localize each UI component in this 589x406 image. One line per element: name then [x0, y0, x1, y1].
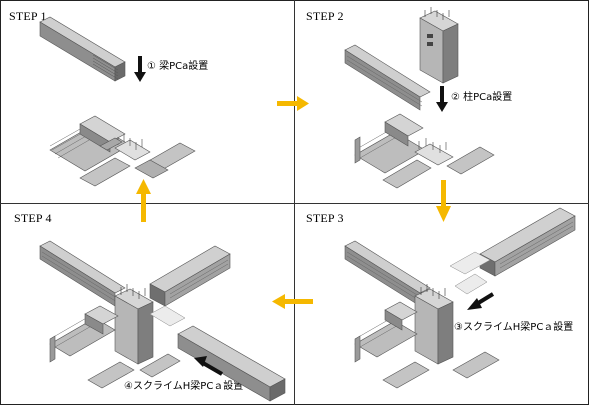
step1-illustration [39, 16, 196, 187]
flow-arrow-down [436, 180, 451, 222]
step2-placement-arrow [436, 86, 448, 112]
step2-illustration [344, 7, 495, 189]
step4-long-beam [39, 240, 126, 307]
step4-base-assembly [49, 305, 181, 389]
step3-label: STEP 3 [306, 211, 344, 225]
step3-base-assembly [354, 301, 500, 389]
step3-illustration [344, 207, 576, 389]
step1-base-assembly [49, 115, 196, 187]
step4-incoming-h-beam [149, 305, 286, 402]
step3-column [414, 284, 454, 365]
step2-beam [344, 44, 431, 111]
step4-label: STEP 4 [14, 211, 52, 225]
step4-column [114, 284, 154, 365]
step4-illustration [39, 240, 286, 402]
step1-note: ① 梁PCa設置 [147, 61, 209, 72]
step1-label: STEP 1 [9, 9, 47, 23]
flow-arrow-right [277, 96, 309, 111]
step1-hanging-beam [39, 16, 126, 82]
step2-label: STEP 2 [306, 9, 344, 23]
step4-placement-arrow [194, 356, 224, 376]
flow-arrow-left [272, 294, 313, 309]
step4-note: ④スクライムH梁PCａ設置 [124, 381, 244, 392]
step2-note: ② 柱PCa設置 [451, 92, 513, 103]
flow-arrow-up [136, 179, 151, 222]
step4-installed-h-beam [149, 245, 231, 307]
step2-column [419, 7, 459, 84]
step3-note: ③スクライムH梁PCａ設置 [454, 322, 574, 333]
step3-placement-arrow [467, 292, 495, 310]
step2-base-assembly [354, 113, 495, 189]
vertical-divider [294, 0, 295, 405]
step3-long-beam [344, 240, 431, 307]
step1-placement-arrow [134, 56, 146, 82]
horizontal-divider [0, 203, 589, 204]
step3-h-beam [449, 207, 576, 295]
